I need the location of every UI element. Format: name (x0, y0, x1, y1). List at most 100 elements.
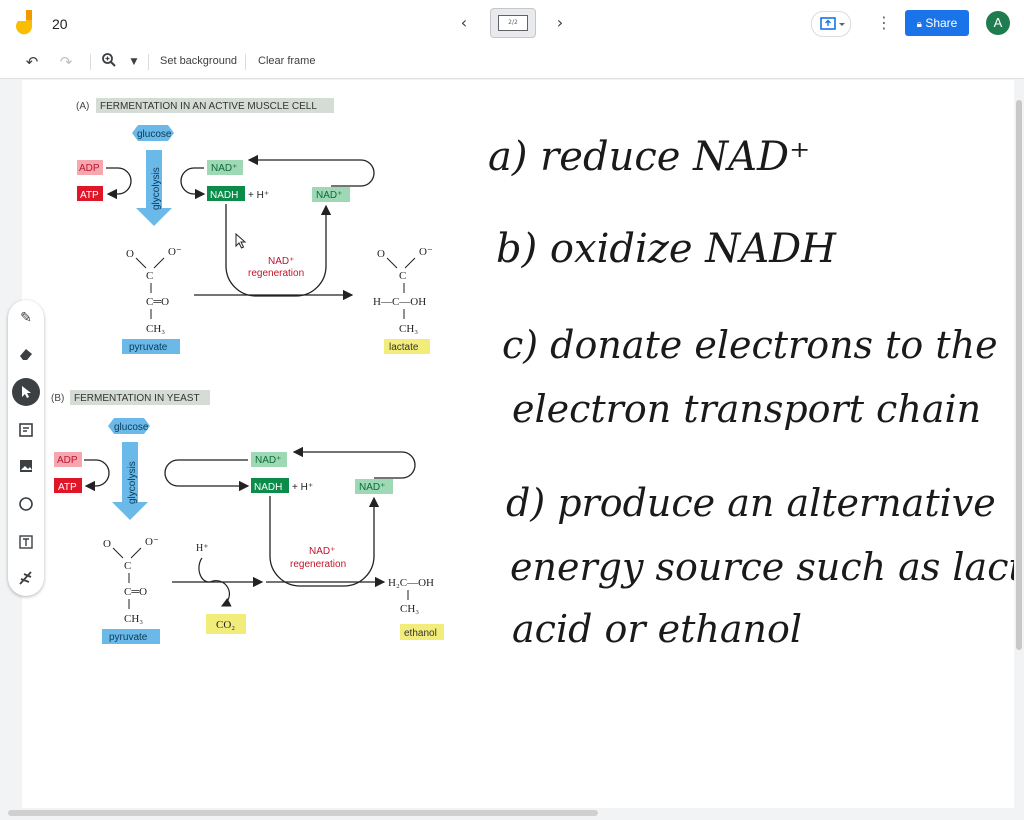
caption-a-letter: (A) (76, 101, 89, 112)
divider (245, 54, 246, 70)
co2-label: CO₂ (216, 619, 235, 631)
lactate-c-a: C (399, 270, 406, 282)
pyruvate-ch3-b: CH₃ (124, 613, 143, 625)
pyruvate-co-a: C═O (146, 296, 169, 308)
laser-icon[interactable] (12, 564, 40, 592)
regen-label-b: regeneration (290, 559, 346, 570)
adp-label-a: ADP (79, 163, 100, 174)
text-box-icon[interactable] (12, 528, 40, 556)
lactate-o-a: O (377, 248, 385, 260)
chevron-right-icon[interactable]: › (556, 13, 564, 32)
option-a[interactable]: a) reduce NAD⁺ (488, 134, 810, 180)
pyruvate-label-b: pyruvate (109, 632, 148, 643)
ethanol-ch3: CH₃ (400, 603, 419, 615)
caption-b-letter: (B) (51, 393, 64, 404)
nadh-label-a: NADH (210, 190, 238, 201)
avatar[interactable]: A (986, 11, 1010, 35)
caption-a-bg (96, 98, 334, 113)
lactate-box-a (384, 339, 430, 354)
frame-counter: 2/2 (498, 15, 528, 31)
regen-label-a: regeneration (248, 268, 304, 279)
circle-icon[interactable] (12, 490, 40, 518)
nad-right-label-b: NAD⁺ (359, 482, 385, 493)
set-background-button[interactable]: Set background (160, 55, 238, 67)
present-button[interactable] (811, 11, 851, 37)
select-icon[interactable] (12, 378, 40, 406)
glycolysis-arrow-b (112, 442, 148, 520)
nadh-box-b (251, 478, 289, 493)
option-d-line3[interactable]: acid or ethanol (512, 607, 802, 651)
pyruvate-c-a: C (146, 270, 153, 282)
more-options-icon[interactable]: ⋮ (876, 13, 892, 32)
pyruvate-ch3-a: CH₃ (146, 323, 165, 335)
ethanol-h2c: H₂C—OH (388, 577, 434, 589)
lactate-ch3-a: CH₃ (399, 323, 418, 335)
nad-box-a (207, 160, 243, 175)
lock-icon: 🔒︎ (916, 19, 922, 30)
jamboard-logo-icon[interactable] (14, 10, 38, 36)
h-plus-b: H⁺ (196, 543, 209, 554)
toolbar: ↶ ↷ ▼ Set background Clear frame (0, 46, 1024, 79)
document-title[interactable]: 20 (52, 16, 68, 32)
redo-icon[interactable]: ↷ (59, 53, 73, 71)
pyruvate-co-b: C═O (124, 586, 147, 598)
jam-canvas[interactable] (22, 80, 1014, 808)
atp-label-a: ATP (80, 190, 99, 201)
regen-nad-b: NAD⁺ (309, 546, 335, 557)
option-d-line1[interactable]: d) produce an alternative (506, 481, 996, 525)
co2-branch-arrow (198, 557, 232, 607)
nadh-box-a (207, 186, 245, 201)
pyruvate-box-b (102, 629, 160, 644)
nad-right-box-a (312, 187, 350, 202)
atp-label-b: ATP (58, 482, 77, 493)
glycolysis-arrow-a (136, 150, 172, 226)
regeneration-loop-b (269, 496, 380, 587)
vertical-scrollbar[interactable] (1016, 100, 1022, 650)
glucose-label-b: glucose (114, 422, 149, 433)
pyruvate-om-b: O⁻ (145, 536, 159, 548)
share-button[interactable]: 🔒︎ Share (905, 10, 969, 36)
atp-box-a (77, 186, 103, 201)
adp-label-b: ADP (57, 455, 78, 466)
horizontal-scrollbar[interactable] (8, 810, 598, 816)
nad-label-b: NAD⁺ (255, 455, 281, 466)
zoom-icon[interactable] (99, 52, 119, 72)
nad-return-arrow-a (247, 154, 375, 187)
pyruvate-o-a: O (126, 248, 134, 260)
handwritten-notes: a) reduce NAD⁺ b) oxidize NADH c) donate… (488, 134, 1014, 651)
lactate-bonds-top-a (386, 257, 416, 269)
caption-b-bg (70, 390, 210, 405)
pyruvate-label-a: pyruvate (129, 342, 168, 353)
pyruvate-o-b: O (103, 538, 111, 550)
sticky-note-icon[interactable] (12, 416, 40, 444)
atp-arrow-b (84, 459, 110, 492)
top-bar: 20 ‹ 2/2 › ⋮ 🔒︎ Share A (0, 0, 1024, 46)
option-b[interactable]: b) oxidize NADH (496, 226, 837, 272)
chevron-left-icon[interactable]: ‹ (460, 13, 468, 32)
ethanol-label: ethanol (404, 628, 437, 639)
regeneration-loop-a (225, 204, 332, 297)
clear-frame-button[interactable]: Clear frame (258, 55, 316, 67)
option-c-line2[interactable]: electron transport chain (512, 387, 981, 431)
nadh-arrow-b (164, 459, 250, 492)
glucose-label-a: glucose (137, 129, 172, 140)
pyruvate-bonds-top-b (112, 547, 142, 559)
frame-selector[interactable]: 2/2 (490, 8, 536, 38)
zoom-dropdown-icon[interactable]: ▼ (130, 57, 138, 67)
lactate-om-a: O⁻ (419, 246, 433, 258)
regen-nad-a: NAD⁺ (268, 256, 294, 267)
pen-icon[interactable]: ✎ (20, 310, 32, 326)
glycolysis-label-a: glycolysis (151, 167, 162, 210)
lactate-choh-a: H—C—OH (373, 296, 426, 308)
side-toolbar: ✎ (8, 300, 44, 596)
caption-a: FERMENTATION IN AN ACTIVE MUSCLE CELL (100, 101, 317, 112)
co2-box (206, 614, 246, 634)
eraser-icon[interactable] (12, 340, 40, 368)
pyruvate-om-a: O⁻ (168, 246, 182, 258)
option-d-line2[interactable]: energy source such as lactic (510, 545, 1014, 589)
option-c-line1[interactable]: c) donate electrons to the (502, 323, 998, 367)
image-icon[interactable] (12, 452, 40, 480)
nad-return-arrow-b (292, 446, 416, 479)
undo-icon[interactable]: ↶ (25, 53, 39, 71)
adp-box-a (77, 160, 103, 175)
